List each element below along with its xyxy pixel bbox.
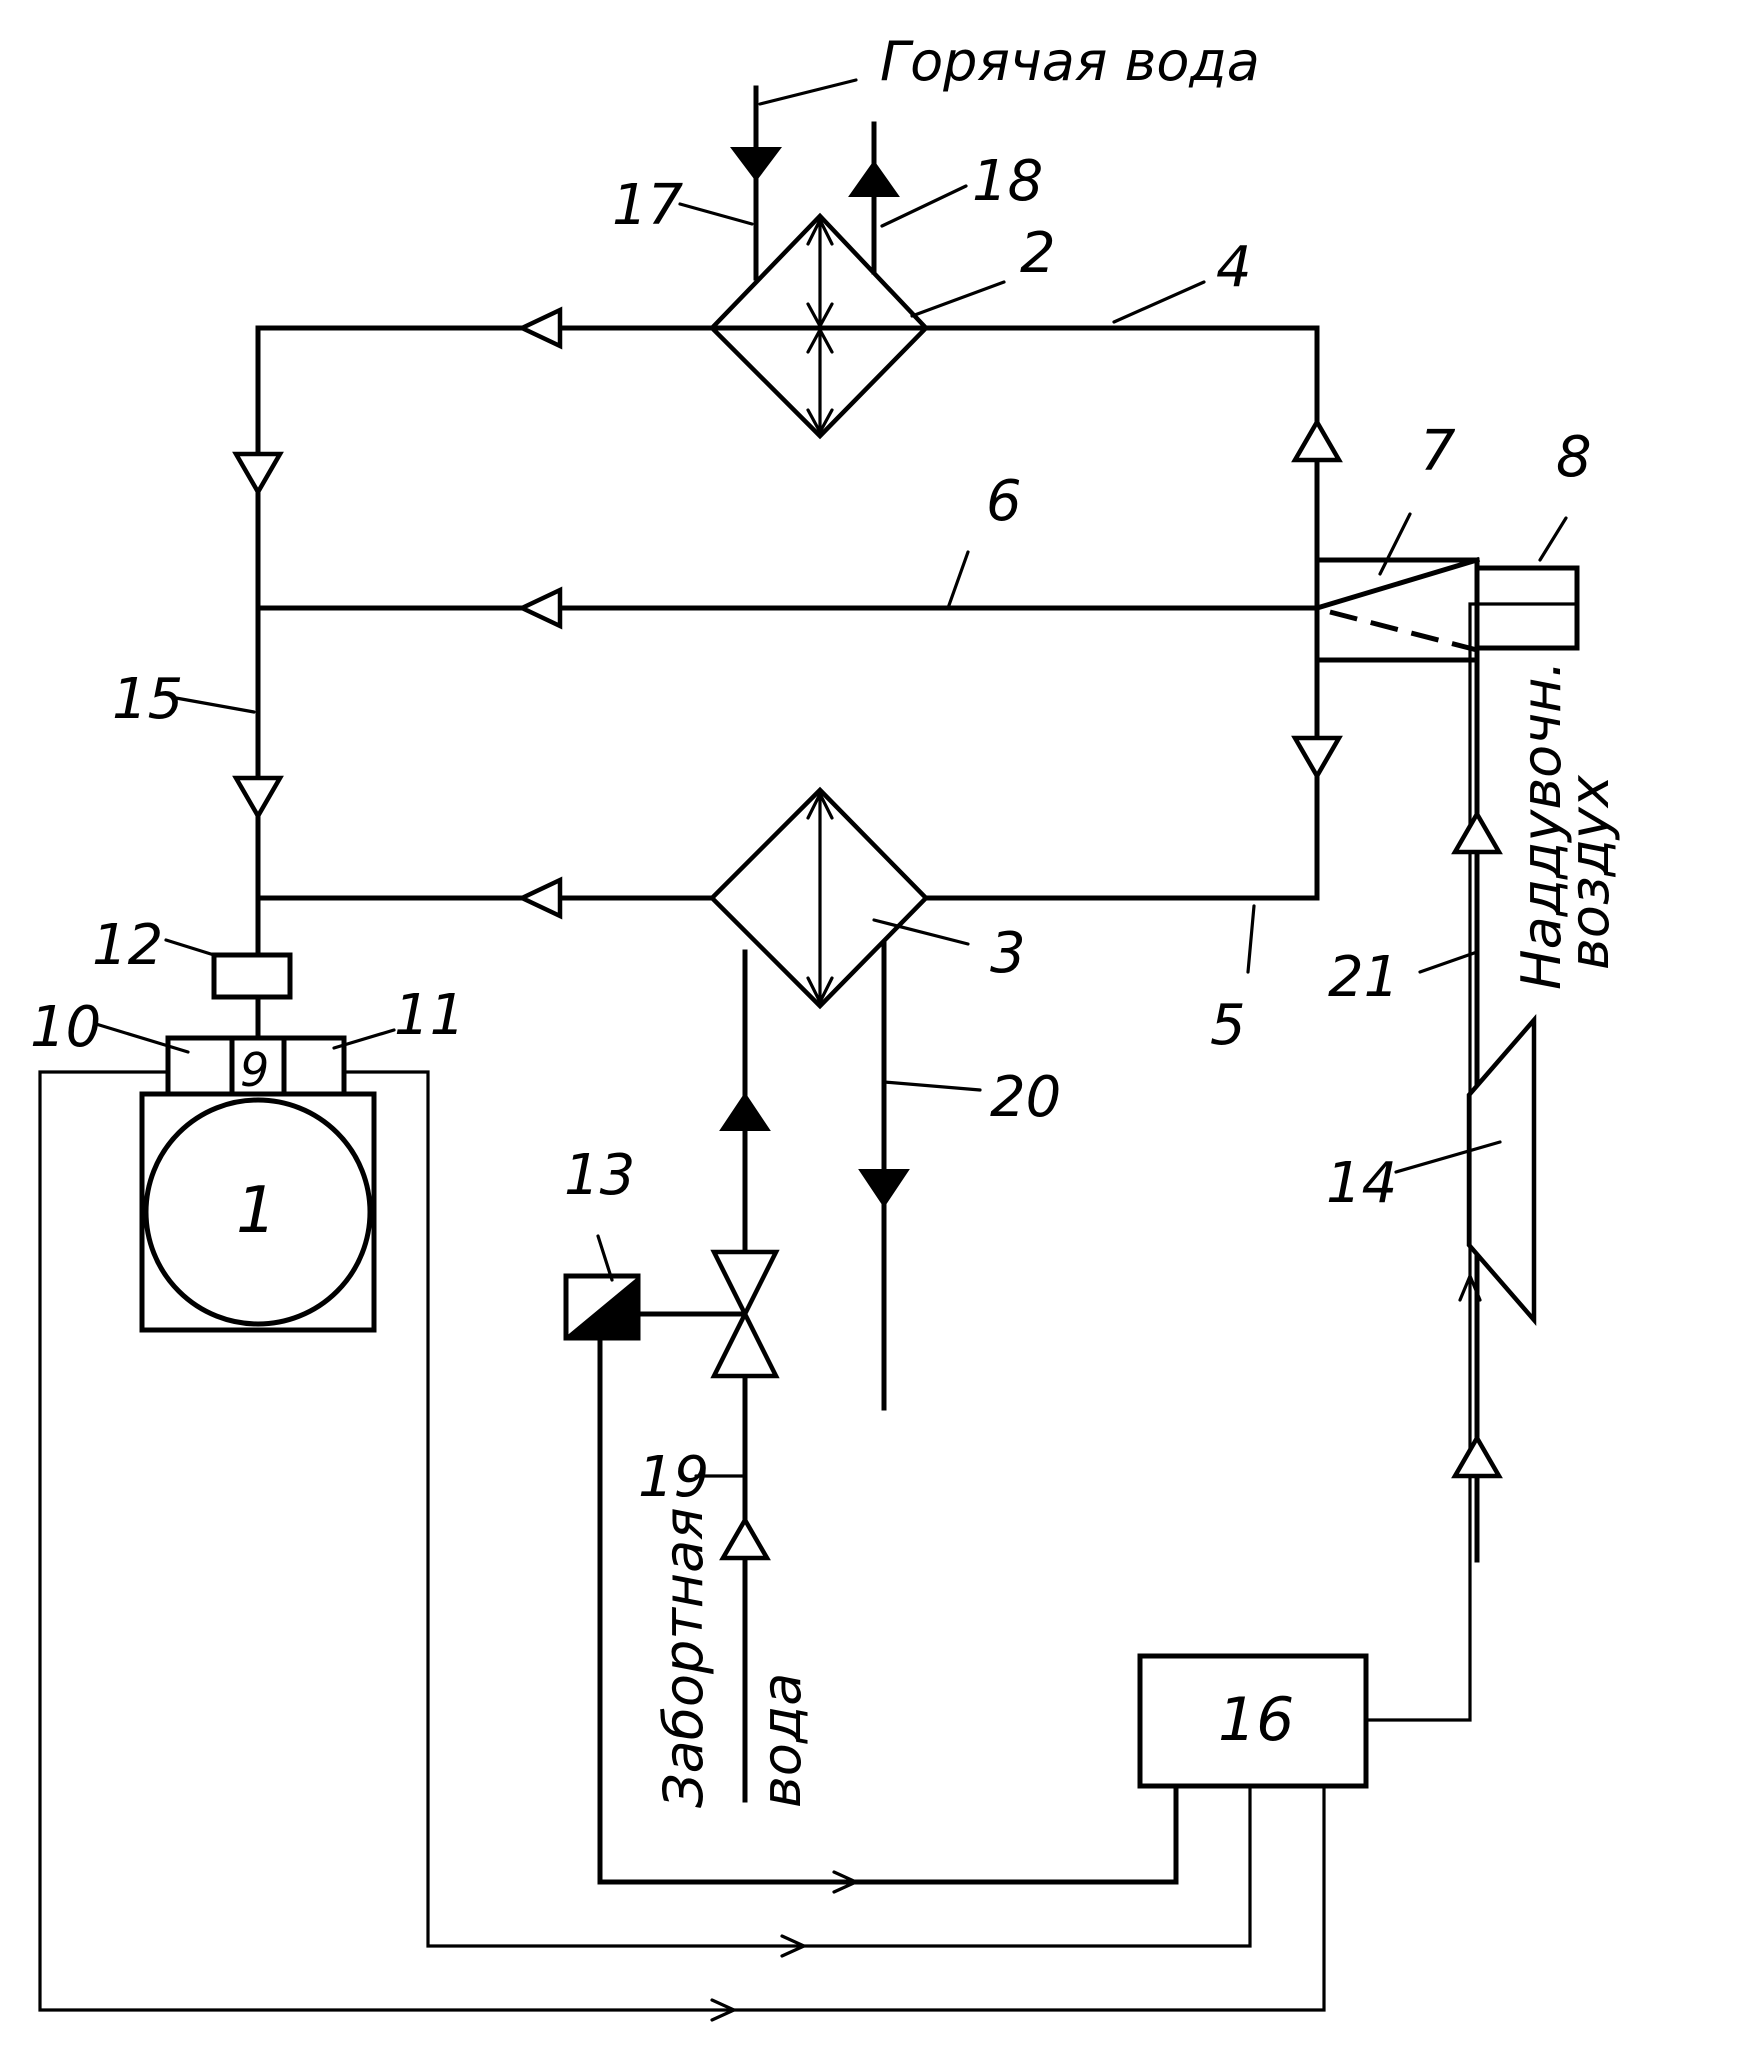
block-12 bbox=[214, 955, 290, 997]
label-16: 16 bbox=[1218, 1685, 1294, 1755]
unit-8 bbox=[1477, 568, 1577, 648]
charge-air-label-2: воздух bbox=[1558, 774, 1621, 970]
label-18: 18 bbox=[972, 149, 1043, 214]
label-20: 20 bbox=[990, 1065, 1061, 1130]
label-7: 7 bbox=[1420, 419, 1456, 484]
label-15: 15 bbox=[112, 667, 183, 732]
sea-water-label-1: Забортная bbox=[652, 1507, 715, 1808]
turbocharger-7 bbox=[1317, 560, 1477, 660]
hot-water-outlet-18 bbox=[850, 124, 898, 272]
regulating-valve bbox=[640, 1252, 776, 1376]
label-1: 1 bbox=[236, 1174, 277, 1248]
label-5: 5 bbox=[1210, 993, 1246, 1058]
hot-water-inlet-17 bbox=[732, 88, 780, 278]
label-8: 8 bbox=[1556, 425, 1592, 490]
label-21: 21 bbox=[1328, 945, 1399, 1010]
label-13: 13 bbox=[564, 1143, 635, 1208]
label-2: 2 bbox=[1020, 221, 1056, 286]
label-19: 19 bbox=[638, 1445, 709, 1510]
heat-exchanger-2 bbox=[712, 216, 926, 436]
sea-water-label-2: вода bbox=[750, 1673, 813, 1808]
label-6: 6 bbox=[986, 469, 1022, 534]
label-9: 9 bbox=[240, 1043, 269, 1097]
label-14: 14 bbox=[1326, 1151, 1397, 1216]
hot-water-label: Горячая вода bbox=[880, 30, 1260, 93]
label-10: 10 bbox=[30, 995, 101, 1060]
label-3: 3 bbox=[990, 921, 1026, 986]
label-11: 11 bbox=[394, 983, 465, 1048]
sea-water-outlet-20 bbox=[860, 944, 908, 1408]
label-4: 4 bbox=[1216, 235, 1252, 300]
signal-line-sensor-11 bbox=[344, 1072, 1250, 1956]
label-12: 12 bbox=[92, 913, 163, 978]
label-17: 17 bbox=[612, 173, 684, 238]
